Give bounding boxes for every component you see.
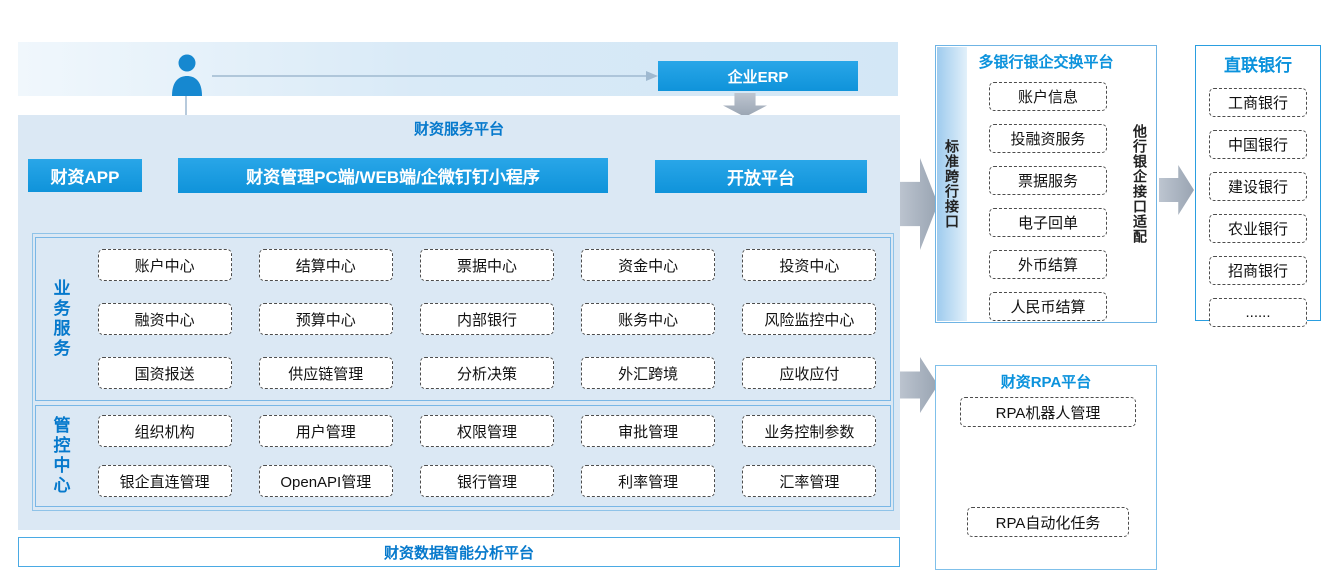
bank-item-box: 建设银行 [1209, 172, 1307, 201]
business-module-box: 国资报送 [97, 357, 232, 389]
business-module-box: 投资中心 [742, 249, 877, 281]
business-module-box: 资金中心 [581, 249, 716, 281]
business-modules-grid: 账户中心 结算中心 票据中心 资金中心 投资中心 融资中心 预算中心 内部银行 … [84, 238, 890, 400]
user-icon [168, 53, 206, 101]
standard-interface-band: 标准跨行接口 [937, 47, 967, 321]
business-services-label: 业务服务 [50, 279, 70, 359]
exchange-service-box: 账户信息 [989, 82, 1107, 111]
control-module-box: 银企直连管理 [97, 465, 232, 497]
control-module-box: 银行管理 [419, 465, 554, 497]
banks-list: 工商银行 中国银行 建设银行 农业银行 招商银行 ...... [1196, 88, 1320, 327]
other-bank-adapter-label: 他行银企接口适配 [1132, 124, 1148, 244]
arrow-erp-down-icon [723, 93, 767, 117]
business-module-box: 结算中心 [258, 249, 393, 281]
direct-banks-title: 直联银行 [1224, 56, 1292, 75]
rpa-platform-title: 财资RPA平台 [1000, 374, 1092, 391]
exchange-service-box: 人民币结算 [989, 292, 1107, 321]
control-module-box: 组织机构 [97, 415, 232, 447]
bank-item-box: 农业银行 [1209, 214, 1307, 243]
control-module-box: OpenAPI管理 [258, 465, 393, 497]
exchange-services-list: 账户信息 投融资服务 票据服务 电子回单 外币结算 人民币结算 [970, 82, 1126, 321]
business-module-box: 分析决策 [419, 357, 554, 389]
treasury-pc-web-button: 财资管理PC端/WEB端/企微钉钉小程序 [178, 158, 608, 193]
rpa-item-box: RPA机器人管理 [960, 397, 1136, 427]
arrow-to-banks-icon [1159, 165, 1194, 215]
control-module-box: 审批管理 [581, 415, 716, 447]
business-module-box: 融资中心 [97, 303, 232, 335]
exchange-service-box: 电子回单 [989, 208, 1107, 237]
bank-item-box: ...... [1209, 298, 1307, 327]
control-module-box: 业务控制参数 [742, 415, 877, 447]
business-module-box: 内部银行 [419, 303, 554, 335]
business-module-box: 风险监控中心 [742, 303, 877, 335]
bank-item-box: 招商银行 [1209, 256, 1307, 285]
arrow-to-exchange-icon [898, 158, 938, 250]
business-module-box: 账户中心 [97, 249, 232, 281]
modules-outer-border [32, 233, 894, 511]
business-module-box: 预算中心 [258, 303, 393, 335]
exchange-service-box: 外币结算 [989, 250, 1107, 279]
rpa-platform-panel: 财资RPA平台 RPA机器人管理 RPA自动化任务 [935, 365, 1157, 570]
business-services-section: 业务服务 账户中心 结算中心 票据中心 资金中心 投资中心 融资中心 预算中心 … [35, 237, 891, 401]
control-module-box: 权限管理 [419, 415, 554, 447]
other-bank-adapter-band: 他行银企接口适配 [1127, 46, 1153, 322]
control-module-box: 利率管理 [581, 465, 716, 497]
business-module-box: 供应链管理 [258, 357, 393, 389]
arrow-to-rpa-icon [898, 357, 938, 413]
direct-banks-panel: 直联银行 工商银行 中国银行 建设银行 农业银行 招商银行 ...... [1195, 45, 1321, 327]
erp-button: 企业ERP [658, 61, 858, 91]
exchange-platform-title: 多银行银企交换平台 [978, 54, 1114, 71]
standard-interface-label: 标准跨行接口 [944, 139, 960, 229]
platform-title: 财资服务平台 [413, 121, 504, 138]
bank-item-box: 工商银行 [1209, 88, 1307, 117]
business-module-box: 票据中心 [419, 249, 554, 281]
control-modules-grid: 组织机构 用户管理 权限管理 审批管理 业务控制参数 银企直连管理 OpenAP… [84, 406, 890, 506]
control-module-box: 用户管理 [258, 415, 393, 447]
open-platform-button: 开放平台 [655, 160, 867, 193]
control-center-section: 管控中心 组织机构 用户管理 权限管理 审批管理 业务控制参数 银企直连管理 O… [35, 405, 891, 507]
rpa-item-box: RPA自动化任务 [967, 507, 1129, 537]
control-module-box: 汇率管理 [742, 465, 877, 497]
data-analysis-bar: 财资数据智能分析平台 [18, 537, 900, 567]
business-module-box: 外汇跨境 [581, 357, 716, 389]
exchange-service-box: 投融资服务 [989, 124, 1107, 153]
business-module-box: 应收应付 [742, 357, 877, 389]
exchange-service-box: 票据服务 [989, 166, 1107, 195]
control-center-label: 管控中心 [50, 416, 70, 496]
business-module-box: 账务中心 [581, 303, 716, 335]
exchange-platform-panel: 多银行银企交换平台 标准跨行接口 他行银企接口适配 账户信息 投融资服务 票据服… [935, 45, 1157, 323]
bank-item-box: 中国银行 [1209, 130, 1307, 159]
treasury-platform-panel: 财资服务平台 财资APP 财资管理PC端/WEB端/企微钉钉小程序 开放平台 业… [18, 115, 900, 530]
treasury-app-button: 财资APP [28, 159, 142, 192]
